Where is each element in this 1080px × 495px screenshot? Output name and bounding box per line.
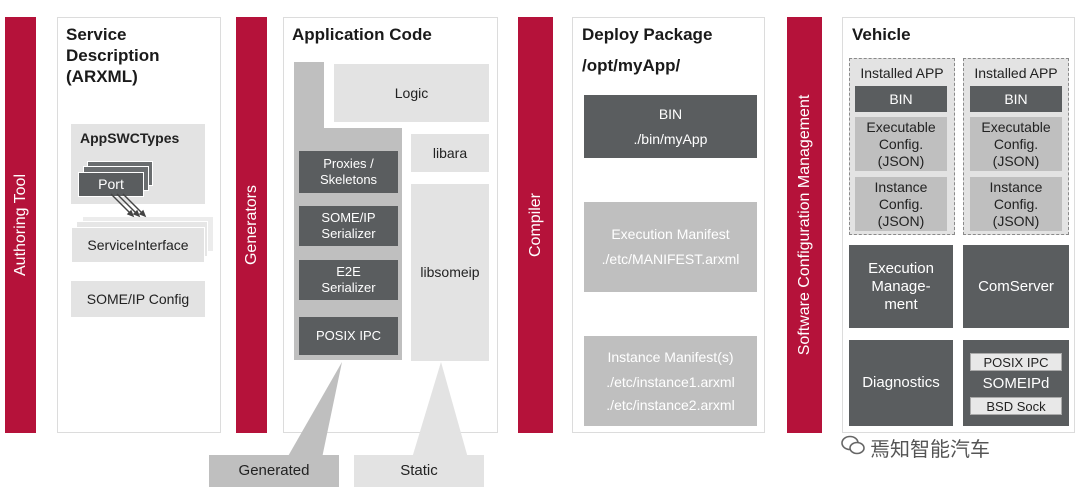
title-line: Description — [66, 46, 160, 65]
proxies-skeletons-box: Proxies / Skeletons — [299, 151, 398, 193]
vehicle-bin-box: BIN — [855, 86, 947, 112]
service-interface-box: ServiceInterface — [71, 227, 205, 263]
e2e-serializer-box: E2E Serializer — [299, 260, 398, 300]
instance-manifest-path: ./etc/instance1.arxml — [606, 373, 735, 390]
installed-app-label: Installed APP — [974, 65, 1058, 81]
someip-config-box: SOME/IP Config — [71, 281, 205, 317]
generators-bar: Generators — [236, 17, 267, 433]
watermark-text: 焉知智能汽车 — [870, 437, 990, 461]
bin-path: ./bin/myApp — [633, 130, 708, 147]
logic-box: Logic — [334, 64, 489, 122]
bin-title: BIN — [658, 105, 683, 122]
someip-serializer-box: SOME/IP Serializer — [299, 206, 398, 246]
libara-box: libara — [411, 134, 489, 172]
execution-manifest-box: Execution Manifest ./etc/MANIFEST.arxml — [584, 202, 757, 292]
title-line: (ARXML) — [66, 67, 138, 86]
instance-manifest-box: Instance Manifest(s) ./etc/instance1.arx… — [584, 336, 757, 426]
appswctypes-label: AppSWCTypes — [80, 130, 180, 146]
service-description-title: Service Description (ARXML) — [66, 24, 216, 87]
generated-pointer — [287, 362, 342, 458]
execution-manifest-path: ./etc/MANIFEST.arxml — [601, 251, 740, 267]
static-pointer — [412, 362, 468, 458]
instance-config-box: Instance Config. (JSON) — [970, 177, 1062, 231]
static-legend: Static — [354, 455, 484, 487]
scm-bar: Software Configuration Management — [787, 17, 822, 433]
someipd-label: SOMEIPd — [982, 375, 1050, 392]
execution-management-box: Execution Manage- ment — [849, 245, 953, 328]
libsomeip-label: libsomeip — [420, 264, 480, 280]
title-line: Deploy Package — [582, 25, 713, 44]
instance-manifest-path: ./etc/instance2.arxml — [606, 396, 735, 413]
diagnostics-box: Diagnostics — [849, 340, 953, 426]
libsomeip-box — [411, 184, 489, 361]
wechat-icon — [840, 432, 866, 458]
compiler-label: Compiler — [526, 192, 544, 258]
scm-label: Software Configuration Management — [795, 94, 813, 356]
compiler-bar: Compiler — [518, 17, 553, 433]
title-line: /opt/myApp/ — [582, 56, 681, 75]
posix-ipc-box: POSIX IPC — [299, 317, 398, 355]
title-line: Service — [66, 25, 127, 44]
bsd-sock-chip: BSD Sock — [970, 397, 1062, 415]
port-to-interface-arrows — [110, 193, 147, 218]
deploy-package-title: Deploy Package /opt/myApp/ — [582, 24, 712, 76]
instance-manifest-title: Instance Manifest(s) — [607, 348, 734, 365]
application-code-title: Application Code — [292, 25, 432, 44]
vehicle-bin-box: BIN — [970, 86, 1062, 112]
posix-ipc-chip: POSIX IPC — [970, 353, 1062, 371]
execution-manifest-title: Execution Manifest — [611, 226, 730, 242]
installed-app-label: Installed APP — [860, 65, 944, 81]
executable-config-box: Executable Config. (JSON) — [855, 117, 947, 171]
vehicle-title: Vehicle — [852, 25, 911, 44]
executable-config-box: Executable Config. (JSON) — [970, 117, 1062, 171]
comserver-box: ComServer — [963, 245, 1069, 328]
instance-config-box: Instance Config. (JSON) — [855, 177, 947, 231]
bin-package-box: BIN ./bin/myApp — [584, 95, 757, 158]
authoring-tool-bar: Authoring Tool — [5, 17, 36, 433]
generated-legend: Generated — [209, 455, 339, 487]
port-box: Port — [78, 172, 144, 197]
